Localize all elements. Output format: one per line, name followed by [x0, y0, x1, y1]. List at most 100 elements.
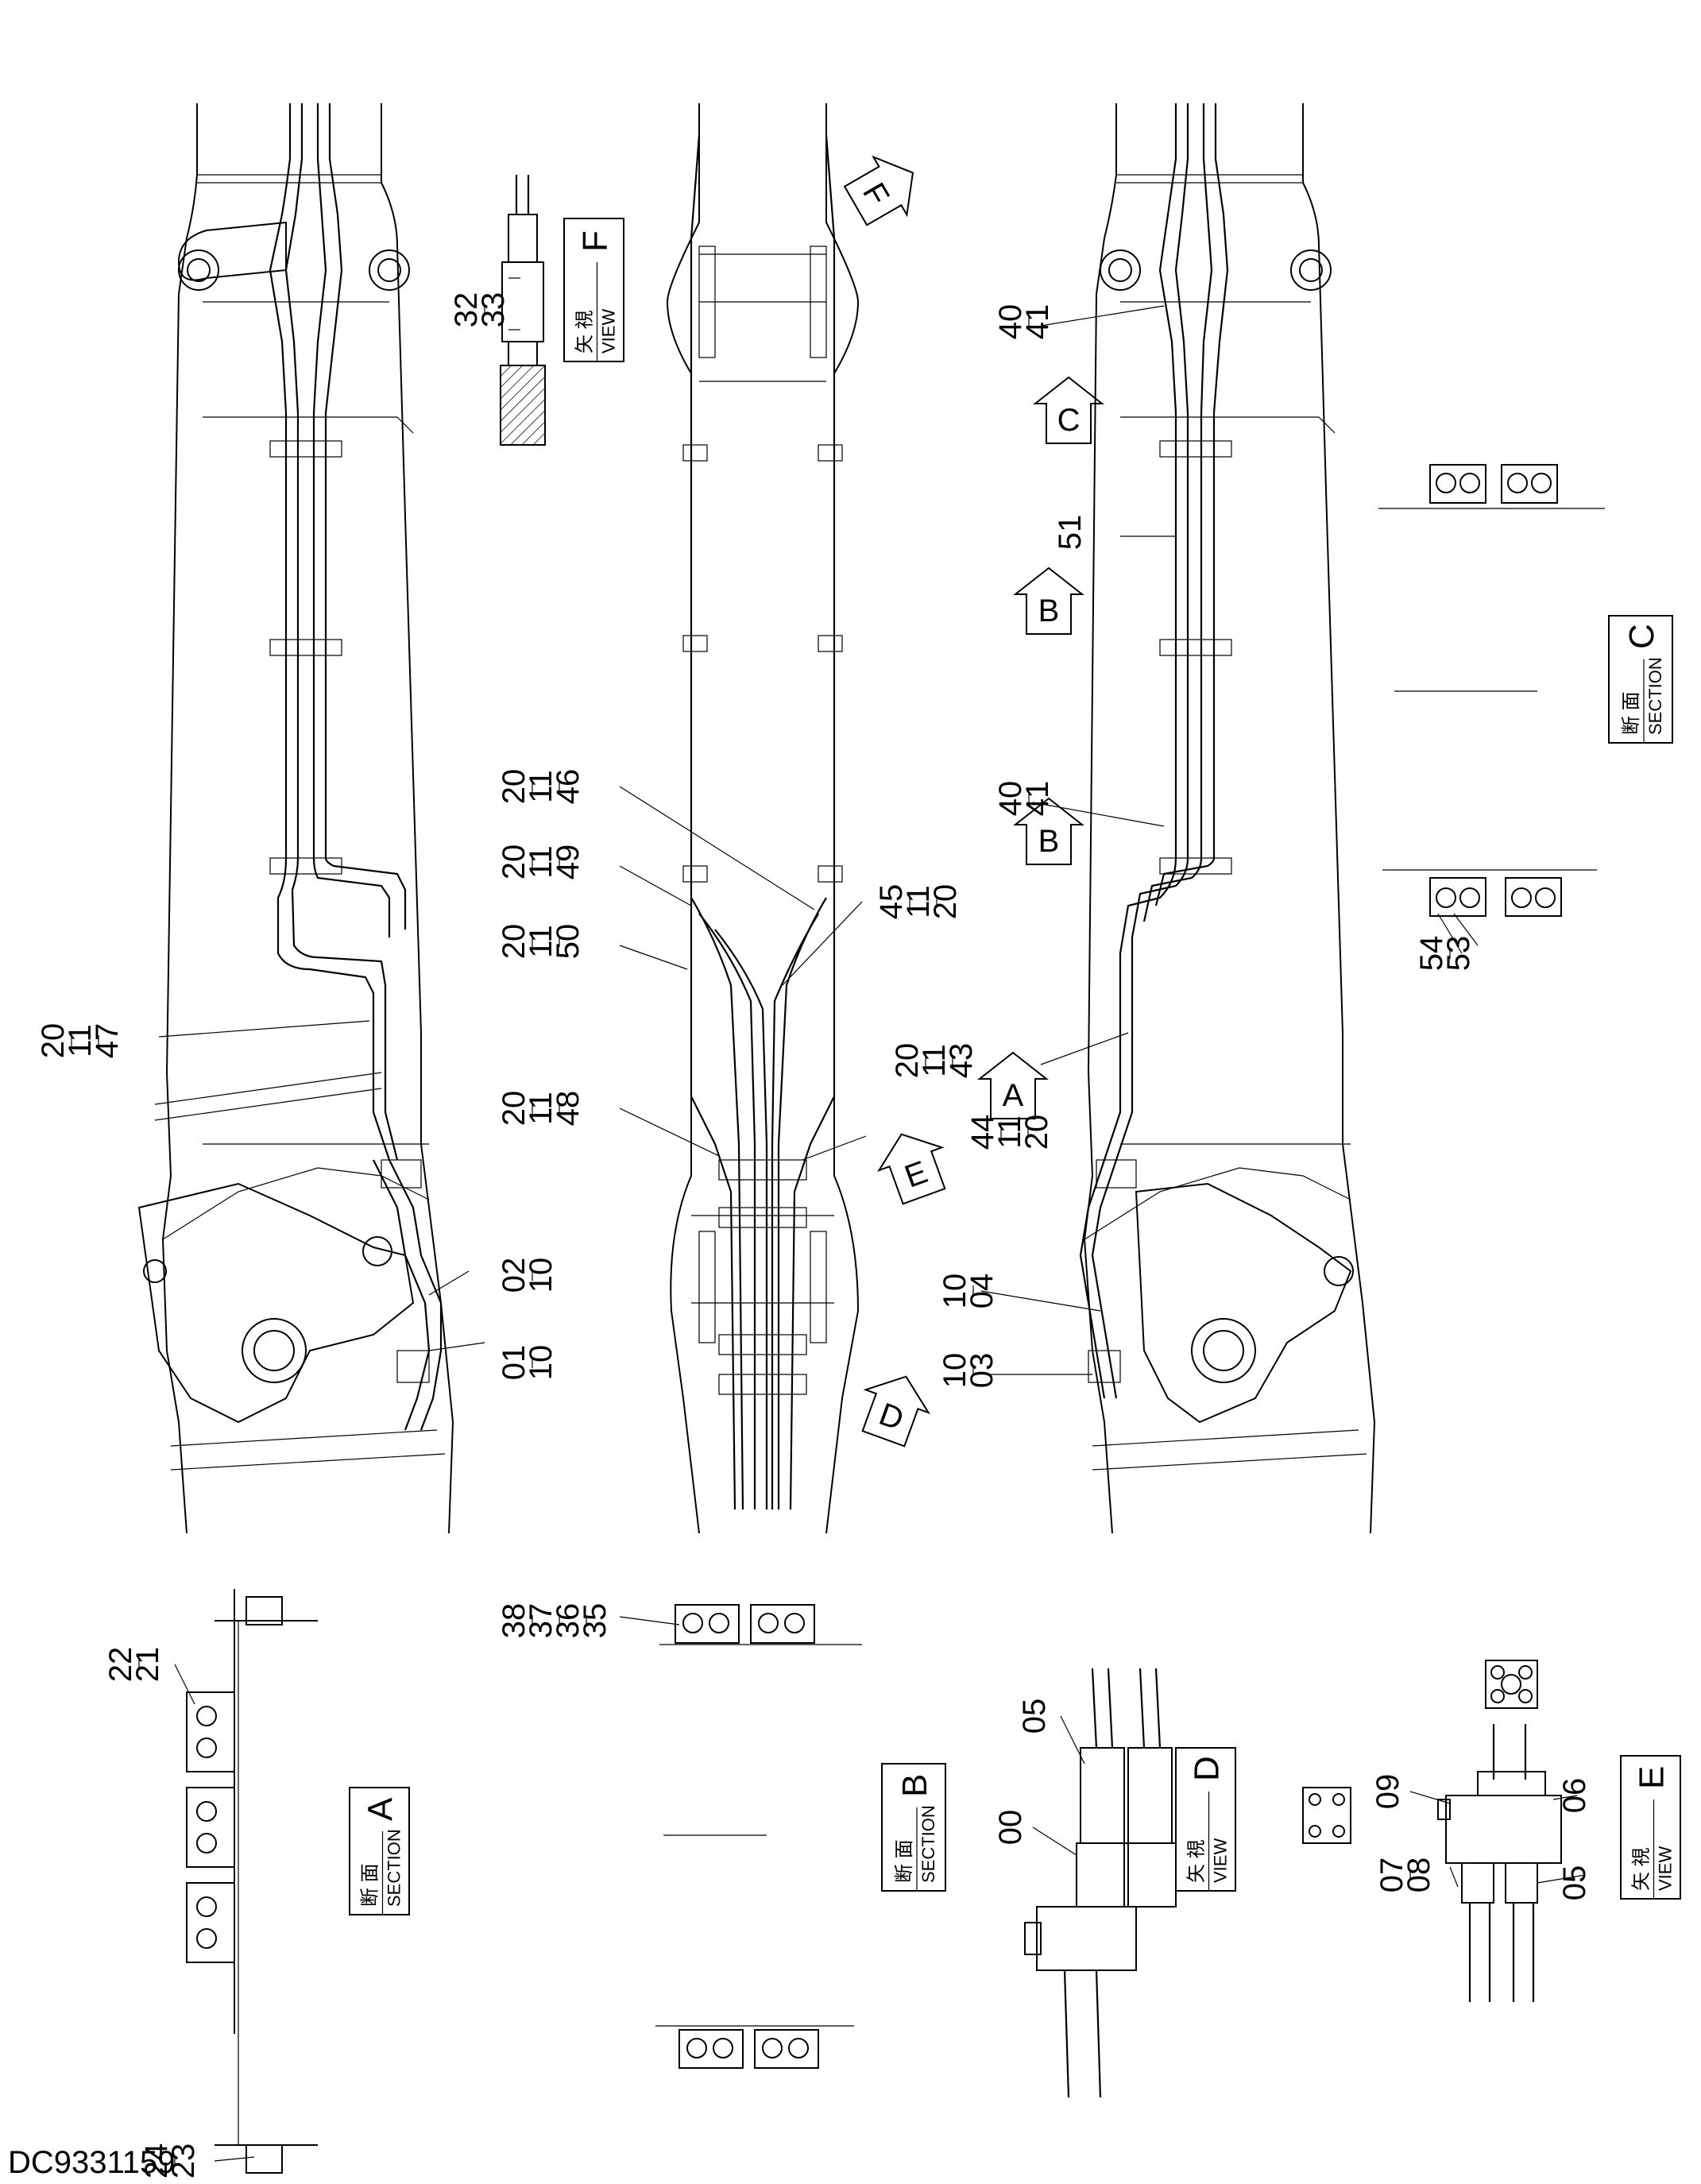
callout-number: 51: [1053, 515, 1088, 551]
part-callout: 05: [1017, 1699, 1052, 1734]
callout-number: 20: [36, 1023, 71, 1059]
callout-number: 10: [937, 1274, 972, 1309]
callout-number: 10: [524, 1258, 559, 1293]
view-box-kanji: 断 面: [1621, 691, 1642, 735]
callout-number: 11: [917, 1044, 952, 1077]
callout-number: 35: [578, 1603, 613, 1639]
leader-lines: [158, 277, 1586, 2162]
callout-number: 05: [1017, 1699, 1052, 1734]
arrow-letter: F: [856, 177, 895, 211]
part-callout: 06: [1557, 1778, 1592, 1814]
callout-number: 02: [497, 1258, 532, 1293]
left-boom-view: [137, 103, 454, 1534]
view-f-detail: [500, 175, 546, 446]
callout-number: 11: [63, 1024, 98, 1057]
view-box-letter: C: [1622, 624, 1661, 649]
part-callout: 51: [1053, 515, 1088, 551]
view-arrow-f: F: [843, 155, 914, 226]
view-box-english: SECTION: [918, 1805, 938, 1883]
callout-number: 10: [937, 1353, 972, 1389]
view-box-english: VIEW: [599, 309, 619, 354]
callout-number: 11: [524, 1092, 559, 1125]
view-box-kanji: 矢 視: [574, 310, 596, 354]
view-box-english: VIEW: [1211, 1838, 1231, 1883]
callout-number: 20: [497, 769, 532, 805]
view-e-detail: [1302, 1660, 1562, 2002]
view-box-english: SECTION: [385, 1829, 404, 1907]
callout-number: 07: [1374, 1857, 1409, 1893]
callout-number: 09: [1370, 1774, 1405, 1810]
view-box-letter: D: [1188, 1756, 1227, 1781]
left-hose-bundle: [269, 103, 443, 1431]
view-arrow-c: C: [1033, 376, 1104, 444]
view-arrow-markers: F C B B A E D: [843, 155, 1104, 1448]
view-arrow-e: E: [877, 1133, 946, 1205]
view-box-kanji: 断 面: [894, 1839, 915, 1883]
center-boom-view: [666, 103, 860, 1534]
view-box-letter: F: [576, 230, 615, 252]
right-hose-bundle: [1079, 103, 1232, 1399]
callout-number: 05: [1557, 1865, 1592, 1901]
callout-number: 53: [1441, 936, 1476, 972]
callout-number: 23: [166, 2143, 201, 2179]
callout-number: 37: [524, 1603, 559, 1639]
callout-number: 47: [90, 1023, 125, 1059]
view-box-frames: [349, 218, 1681, 1915]
callout-number: 20: [497, 845, 532, 880]
arrow-shape: [1013, 566, 1084, 635]
arrow-shape: [843, 155, 914, 226]
callout-number: 11: [524, 845, 559, 879]
view-arrow-a: A: [977, 1051, 1049, 1119]
callout-number: 54: [1414, 936, 1449, 972]
view-arrow-d: D: [861, 1375, 930, 1448]
arrow-shape: [1013, 797, 1084, 865]
view-arrow-b: B: [1013, 566, 1084, 635]
section-a-detail: [186, 1589, 318, 2174]
arrow-letter: B: [1038, 824, 1060, 859]
callout-number: 20: [497, 1091, 532, 1127]
callout-number: 32: [449, 292, 484, 328]
callout-number: 11: [901, 885, 936, 918]
section-b-detail: [655, 1604, 862, 2069]
callout-number: 43: [944, 1043, 979, 1079]
arrow-letter: C: [1057, 403, 1081, 438]
callout-number: 50: [551, 924, 586, 960]
callout-number: 38: [497, 1603, 532, 1639]
callout-number: 33: [476, 292, 511, 328]
view-box-kanji: 矢 視: [1186, 1839, 1208, 1883]
view-box-kanji: 矢 視: [1631, 1847, 1653, 1891]
arrow-letter: D: [875, 1397, 908, 1437]
callout-number: 41: [1020, 781, 1055, 817]
arrow-letter: E: [900, 1154, 932, 1194]
arrow-shape: [861, 1375, 930, 1448]
arrow-shape: [877, 1133, 946, 1205]
callout-number: 20: [928, 884, 963, 920]
document-id: DC9331159: [8, 2145, 176, 2180]
arrow-letter: A: [1003, 1078, 1024, 1113]
callout-number: 11: [992, 1115, 1027, 1149]
part-callout: 00: [993, 1810, 1028, 1846]
callout-number: 06: [1557, 1778, 1592, 1814]
callout-number: 22: [103, 1647, 138, 1683]
callout-number: 36: [551, 1603, 586, 1639]
part-callout: 09: [1370, 1774, 1405, 1810]
callout-number: 48: [551, 1091, 586, 1127]
callout-number: 04: [965, 1274, 999, 1309]
callout-number: 49: [551, 845, 586, 880]
view-box-letter: B: [895, 1774, 934, 1797]
callout-number: 00: [993, 1810, 1028, 1846]
callout-number: 11: [524, 770, 559, 803]
